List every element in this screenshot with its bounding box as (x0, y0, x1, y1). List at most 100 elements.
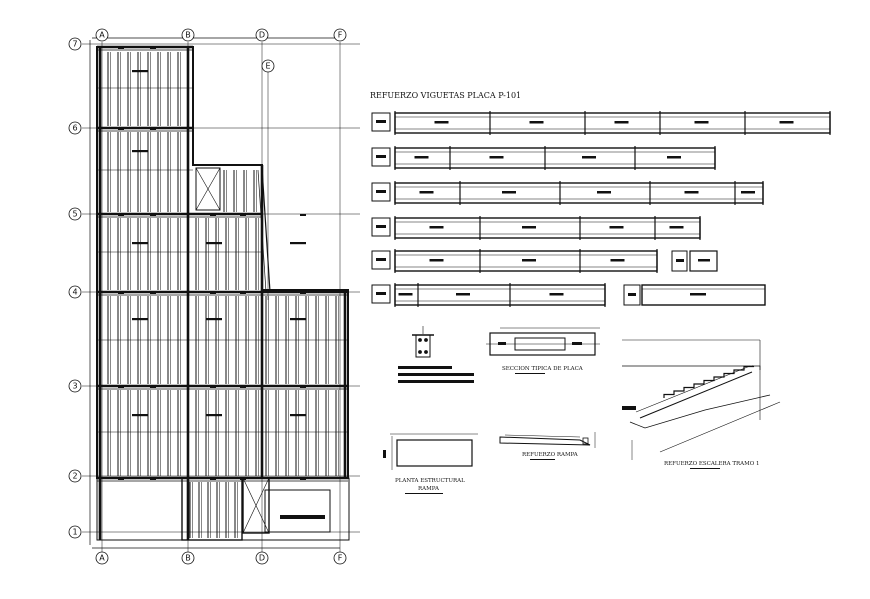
grid-bubble-circle (68, 379, 82, 393)
beam-tick (118, 292, 124, 294)
elevation-label-mark (690, 293, 706, 296)
elevation-section-box (371, 284, 391, 304)
elevation-label-mark (529, 121, 544, 124)
elevation-section-mark (376, 155, 386, 158)
typical-slab-section (486, 327, 600, 356)
elevation-beam (394, 284, 606, 306)
grid-bubble: F (333, 28, 347, 42)
label-bar (280, 515, 325, 519)
beam-tick (210, 386, 216, 388)
ramp-plan (383, 433, 478, 470)
grid-bubble-circle (333, 28, 347, 42)
beam-mark (290, 242, 306, 245)
building-outline (96, 46, 349, 479)
beam-tick (118, 128, 124, 130)
elevation-section-mark (376, 225, 386, 228)
lower-zone-outline (96, 477, 350, 541)
grid-bubble-label: D (259, 31, 265, 40)
elevation-label-mark (489, 156, 504, 159)
rampa-label: RAMPA (418, 486, 440, 492)
grid-bubble: 3 (68, 379, 82, 393)
grid-bubble-label: 4 (72, 288, 77, 297)
joist-elevation (371, 111, 831, 135)
elevation-section-box (371, 147, 391, 167)
beam-tick (150, 292, 156, 294)
grid-bubble-circle (255, 28, 269, 42)
grid-bubble: D (255, 28, 269, 42)
joist-elevation-extra (623, 284, 766, 306)
elevation-label-mark (582, 156, 596, 159)
ramp-reinforcement (499, 432, 596, 448)
label-underline (690, 468, 720, 469)
grid-bubble-circle (95, 28, 109, 42)
elevation-label-mark (456, 293, 470, 296)
elevation-label-mark (502, 191, 516, 194)
grid-bubble-label: F (338, 554, 343, 563)
elevation-beam (394, 112, 831, 134)
elevation-section-mark (376, 120, 386, 123)
elevation-label-mark (610, 259, 625, 262)
elevation-label-mark (597, 191, 611, 194)
grid-bubble-circle (68, 469, 82, 483)
beam-mark (290, 318, 306, 321)
grid-bubble: B (181, 28, 195, 42)
grid-bubble: A (95, 551, 109, 565)
elevation-section-mark (376, 190, 386, 193)
grid-bubble-label: F (338, 31, 343, 40)
beam-mark (132, 318, 148, 321)
elevation-label-mark (698, 259, 710, 262)
elevation-label-mark (414, 156, 429, 159)
elevation-section-box (371, 217, 391, 237)
elevation-section-box (671, 250, 688, 272)
grid-bubble-circle (255, 551, 269, 565)
elevation-label-mark (667, 156, 681, 159)
beam-tick (150, 128, 156, 130)
beam-tick (240, 292, 246, 294)
grid-bubble: 6 (68, 121, 82, 135)
lower-box-outline (264, 489, 331, 533)
beam-tick (118, 386, 124, 388)
elevation-label-mark (419, 191, 434, 194)
floor-plan (82, 37, 360, 552)
joist-cross-section (398, 326, 474, 383)
elevation-label-mark (398, 293, 413, 296)
grid-bubble: D (255, 551, 269, 565)
grid-bubble: 5 (68, 207, 82, 221)
grid-bubble-circle (261, 59, 275, 73)
grid-bubble-circle (181, 28, 195, 42)
grid-bubble-label: B (185, 31, 191, 40)
elevation-label-mark (694, 121, 709, 124)
elevation-label-mark (609, 226, 624, 229)
joist-elevation (371, 181, 764, 205)
grid-bubble: 7 (68, 37, 82, 51)
joist-elevation (371, 216, 701, 240)
elevation-section-box (371, 182, 391, 202)
beam-tick (240, 386, 246, 388)
stair-opening (195, 167, 221, 211)
grid-bubble-label: 5 (72, 210, 77, 219)
grid-bubble-label: 6 (72, 124, 77, 133)
beams (97, 45, 348, 540)
beam-mark (132, 150, 148, 153)
grid-bubble-label: A (99, 31, 105, 40)
elevation-label-mark (779, 121, 794, 124)
grid-bubble: F (333, 551, 347, 565)
elevation-beam (394, 182, 764, 204)
grid-bubble-circle (333, 551, 347, 565)
grid-bubble: A (95, 28, 109, 42)
beam-mark (206, 242, 222, 245)
beam-tick (150, 478, 156, 480)
joist-elevation (371, 146, 716, 170)
beam-tick (150, 214, 156, 216)
beam-tick (118, 47, 124, 49)
elevation-section-box (371, 112, 391, 132)
joist-elevation (371, 283, 606, 307)
elevation-label-mark (741, 191, 755, 194)
grid-bubble-label: 1 (72, 528, 77, 537)
beam-tick (150, 386, 156, 388)
grid-bubble-circle (68, 121, 82, 135)
elevation-label-mark (434, 121, 449, 124)
lower-slab-outline (181, 477, 243, 541)
